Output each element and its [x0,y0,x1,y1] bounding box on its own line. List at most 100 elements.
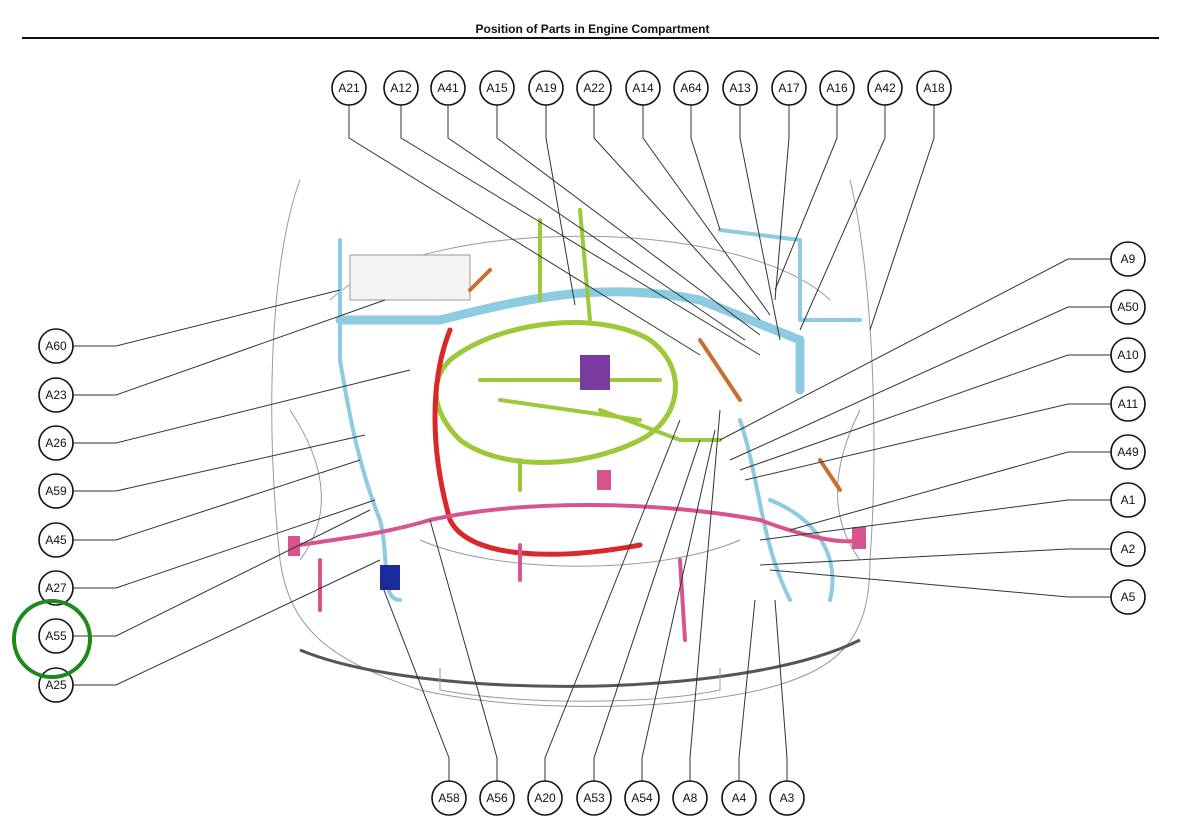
callout-a26[interactable]: A26 [38,425,74,461]
leader-line-a18 [869,105,935,331]
callout-circle [867,70,903,106]
callout-circle [1110,337,1146,373]
callout-circle [479,70,515,106]
callout-circle [431,780,467,816]
callout-label: A49 [1117,445,1139,459]
callout-a60[interactable]: A60 [38,328,74,364]
leader-line-a14 [642,105,771,316]
callout-a42[interactable]: A42 [867,70,903,106]
callout-a41[interactable]: A41 [430,70,466,106]
callout-a14[interactable]: A14 [625,70,661,106]
callout-a10[interactable]: A10 [1110,337,1146,373]
leader-line-a59 [73,434,366,492]
harness-green [478,208,722,492]
callout-a15[interactable]: A15 [479,70,515,106]
callout-label: A4 [732,791,747,805]
callout-a2[interactable]: A2 [1110,531,1146,567]
callout-label: A15 [486,81,508,95]
leader-line-a45 [73,459,361,541]
callout-a54[interactable]: A54 [624,780,660,816]
callout-a19[interactable]: A19 [528,70,564,106]
callout-a11[interactable]: A11 [1110,386,1146,422]
callout-a4[interactable]: A4 [721,780,757,816]
relay-block [597,470,611,490]
callout-label: A58 [438,791,460,805]
callout-circle [38,473,74,509]
leader-line-a56 [429,519,498,781]
connector [288,536,300,556]
callout-a49[interactable]: A49 [1110,434,1146,470]
callout-a13[interactable]: A13 [722,70,758,106]
callout-a18[interactable]: A18 [916,70,952,106]
harness-green [433,320,678,465]
leader-line-a4 [738,599,756,781]
callout-label: A56 [486,791,508,805]
leader-line-a23 [73,299,386,396]
callout-label: A14 [632,81,654,95]
callout-label: A3 [780,791,795,805]
callout-a17[interactable]: A17 [771,70,807,106]
callout-circle [625,70,661,106]
harness-orange [468,268,842,492]
callout-a45[interactable]: A45 [38,522,74,558]
callout-label: A10 [1117,348,1139,362]
callout-circle [624,780,660,816]
callout-label: A9 [1121,252,1136,266]
callout-a23[interactable]: A23 [38,377,74,413]
callout-a5[interactable]: A5 [1110,579,1146,615]
callout-a55[interactable]: A55 [38,618,74,654]
callout-circle [1110,289,1146,325]
callout-a59[interactable]: A59 [38,473,74,509]
leader-line-a20 [544,419,681,781]
callout-label: A12 [390,81,412,95]
callout-circle [1110,579,1146,615]
callout-circle [479,780,515,816]
callout-circle [771,70,807,106]
callout-label: A60 [45,339,67,353]
callout-a9[interactable]: A9 [1110,241,1146,277]
harness-red [432,327,643,557]
callout-circle [1110,241,1146,277]
leader-line-a26 [73,369,411,444]
callout-circle [38,618,74,654]
connector [852,527,866,549]
callout-a3[interactable]: A3 [769,780,805,816]
callout-circle [38,377,74,413]
callout-circle [576,70,612,106]
leader-line-a9 [719,258,1111,441]
callout-a50[interactable]: A50 [1110,289,1146,325]
callout-circle [672,780,708,816]
callout-a53[interactable]: A53 [576,780,612,816]
callout-a64[interactable]: A64 [673,70,709,106]
callout-a16[interactable]: A16 [819,70,855,106]
callout-a20[interactable]: A20 [527,780,563,816]
callout-label: A27 [45,581,67,595]
callout-circle [576,780,612,816]
leader-line-a12 [400,105,761,356]
leader-line-a60 [73,289,341,347]
callout-circle [1110,386,1146,422]
callout-label: A1 [1121,493,1136,507]
callout-a56[interactable]: A56 [479,780,515,816]
leader-line-a41 [447,105,746,341]
leader-line-a58 [379,579,450,781]
callout-label: A53 [583,791,605,805]
callout-a21[interactable]: A21 [331,70,367,106]
callout-a22[interactable]: A22 [576,70,612,106]
highlight-circle [12,599,92,679]
callout-a12[interactable]: A12 [383,70,419,106]
callouts: A21 A12 A41 A15 A19 A22 A14 A64 A13 A17 A16 A42 A18A… [38,70,1146,816]
callout-label: A20 [534,791,556,805]
page-title: Position of Parts in Engine Compartment [475,22,710,36]
callout-circle [673,70,709,106]
callout-a27[interactable]: A27 [38,570,74,606]
callout-a8[interactable]: A8 [672,780,708,816]
callout-a1[interactable]: A1 [1110,482,1146,518]
callout-circle [331,70,367,106]
leader-line-a19 [545,105,576,306]
callout-label: A18 [923,81,945,95]
callout-label: A5 [1121,590,1136,604]
callout-label: A17 [778,81,800,95]
callout-label: A22 [583,81,605,95]
callout-a58[interactable]: A58 [431,780,467,816]
